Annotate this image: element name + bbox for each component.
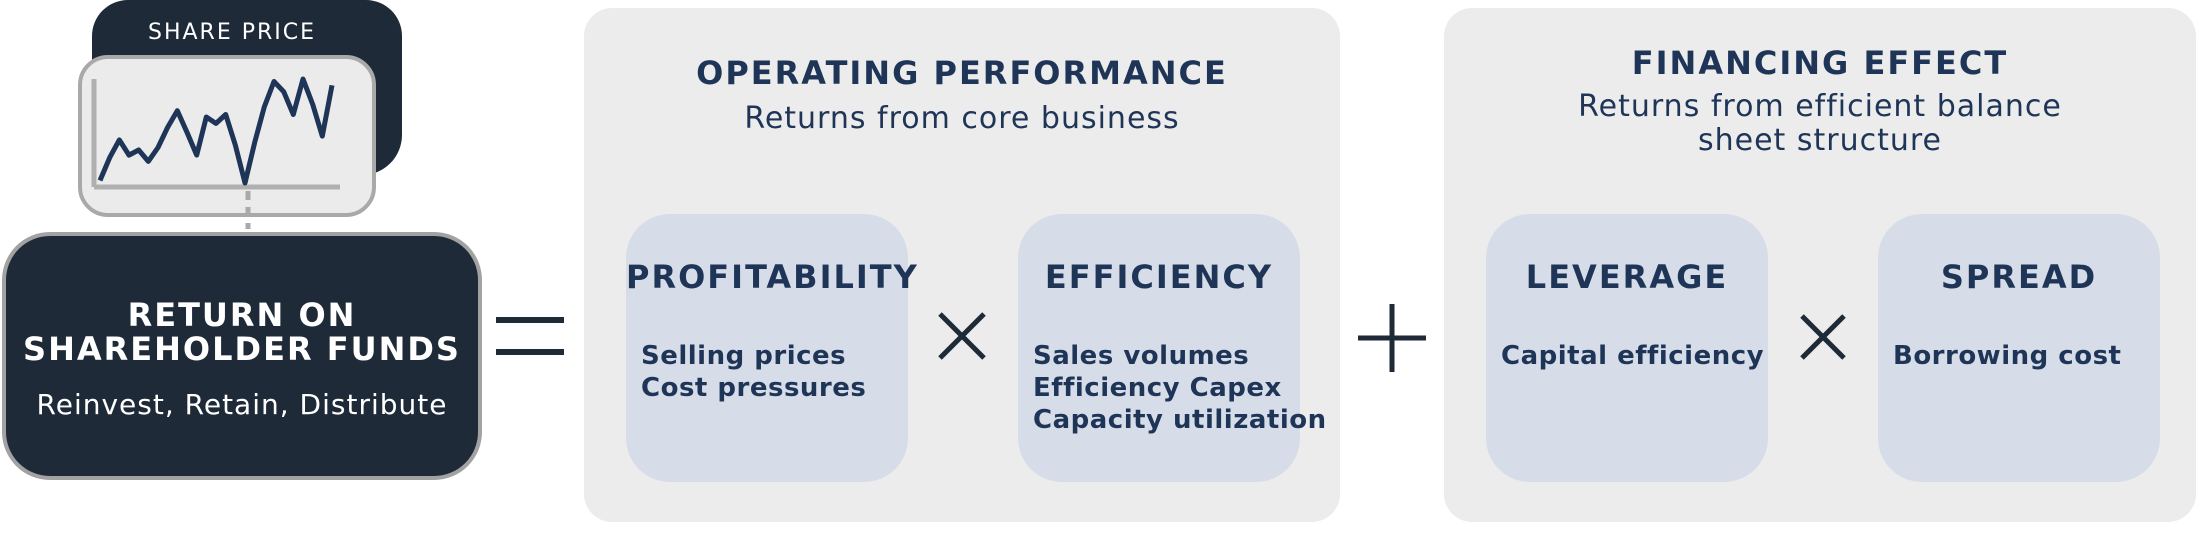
- equals-icon: [496, 314, 564, 364]
- rosf-title-line1: RETURN ON: [127, 296, 357, 334]
- operating-performance-subtitle: Returns from core business: [744, 101, 1180, 136]
- rosf-subtitle: Reinvest, Retain, Distribute: [36, 388, 448, 421]
- rosf-title-line2: SHAREHOLDER FUNDS: [23, 330, 461, 368]
- financing-effect-subtitle-line1: Returns from efficient balance: [1578, 89, 2062, 124]
- operating-performance-title: OPERATING PERFORMANCE: [696, 54, 1228, 92]
- spread-items: Borrowing cost: [1893, 340, 2121, 372]
- return-on-shareholder-funds-box: RETURN ON SHAREHOLDER FUNDS Reinvest, Re…: [2, 232, 482, 480]
- list-item: Cost pressures: [641, 373, 867, 403]
- efficiency-card: EFFICIENCY Sales volumes Efficiency Cape…: [1018, 214, 1326, 482]
- multiply-icon: [936, 310, 988, 366]
- list-item: Capital efficiency: [1501, 341, 1765, 371]
- financing-effect-title: FINANCING EFFECT: [1631, 44, 2009, 82]
- leverage-items: Capital efficiency: [1501, 340, 1764, 372]
- financing-effect-subtitle-line2: sheet structure: [1698, 123, 1942, 158]
- multiply-icon: [1798, 312, 1848, 366]
- share-price-title: SHARE PRICE: [148, 20, 317, 45]
- efficiency-items: Sales volumes Efficiency Capex Capacity …: [1033, 340, 1327, 436]
- profitability-title: PROFITABILITY: [626, 258, 919, 296]
- spread-card: SPREAD Borrowing cost: [1878, 214, 2160, 482]
- list-item: Efficiency Capex: [1033, 373, 1282, 403]
- list-item: Sales volumes: [1033, 341, 1250, 371]
- list-item: Borrowing cost: [1893, 341, 2122, 371]
- leverage-title: LEVERAGE: [1525, 258, 1729, 296]
- financing-effect-panel: FINANCING EFFECT Returns from efficient …: [1444, 8, 2196, 522]
- profitability-card: PROFITABILITY Selling prices Cost pressu…: [626, 214, 919, 482]
- profitability-items: Selling prices Cost pressures: [641, 340, 866, 404]
- share-price-chart-card: [78, 55, 376, 217]
- spread-title: SPREAD: [1940, 258, 2098, 296]
- share-price-chart: [91, 76, 340, 229]
- operating-performance-panel: OPERATING PERFORMANCE Returns from core …: [584, 8, 1340, 522]
- leverage-card: LEVERAGE Capital efficiency: [1486, 214, 1768, 482]
- plus-icon: [1356, 302, 1428, 378]
- share-price-series-line: [97, 76, 335, 186]
- efficiency-title: EFFICIENCY: [1044, 258, 1274, 296]
- list-item: Selling prices: [641, 341, 847, 371]
- list-item: Capacity utilization: [1033, 405, 1327, 435]
